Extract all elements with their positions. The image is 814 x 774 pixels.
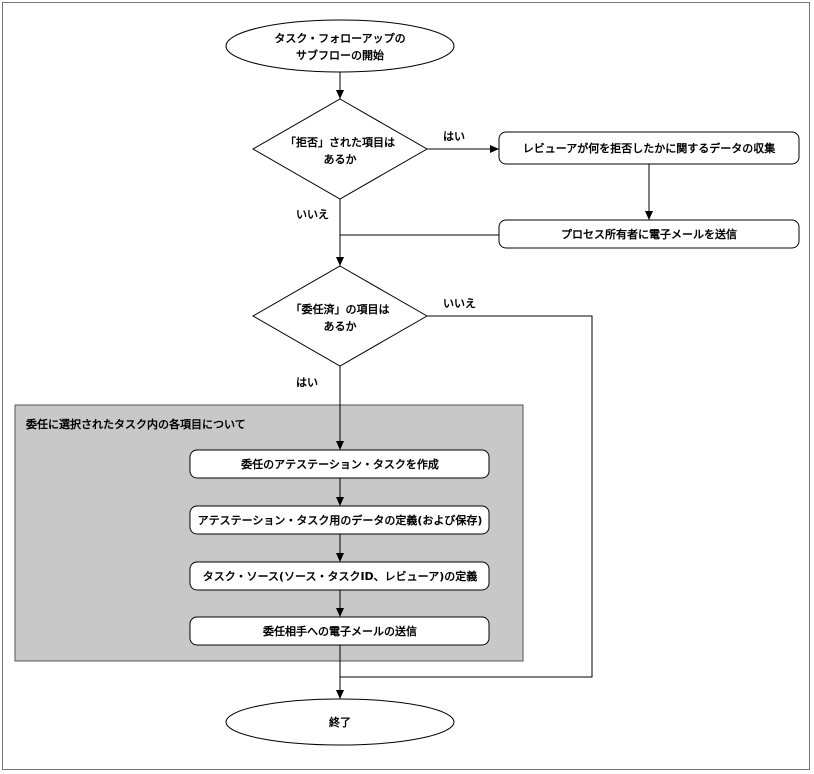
loop-title: 委任に選択されたタスク内の各項目について xyxy=(25,417,246,431)
step3-label: タスク・ソース(ソース・タスクID、レビューア)の定義 xyxy=(203,569,478,583)
end-terminator xyxy=(225,698,455,746)
start-label-line2: サブフローの開始 xyxy=(296,48,384,62)
step2-label: アテステーション・タスク用のデータの定義(および保存) xyxy=(198,513,483,527)
decision2-no-label: いいえ xyxy=(443,297,476,310)
decision-delegated-items xyxy=(251,265,429,367)
decision2-yes-label: はい xyxy=(296,376,318,389)
start-terminator xyxy=(225,19,455,73)
decision-rejected-items xyxy=(251,98,429,200)
decision-delegated-line1: 「委任済」の項目は xyxy=(291,302,390,316)
decision-rejected-line1: 「拒否」された項目は xyxy=(285,135,395,149)
step4-label: 委任相手への電子メールの送信 xyxy=(262,624,417,638)
start-label-line1: タスク・フォローアップの xyxy=(274,31,405,45)
end-label: 終了 xyxy=(329,715,351,729)
decision-delegated-line2: あるか xyxy=(324,320,357,333)
process-email-owner-label: プロセス所有者に電子メールを送信 xyxy=(561,227,737,241)
decision1-yes-label: はい xyxy=(443,130,465,143)
step1-label: 委任のアテステーション・タスクを作成 xyxy=(240,457,439,471)
process-collect-label: レビューアが何を拒否したかに関するデータの収集 xyxy=(523,141,777,155)
decision-rejected-line2: あるか xyxy=(324,153,357,166)
process-email-owner xyxy=(498,219,800,249)
decision1-no-label: いいえ xyxy=(296,208,329,221)
